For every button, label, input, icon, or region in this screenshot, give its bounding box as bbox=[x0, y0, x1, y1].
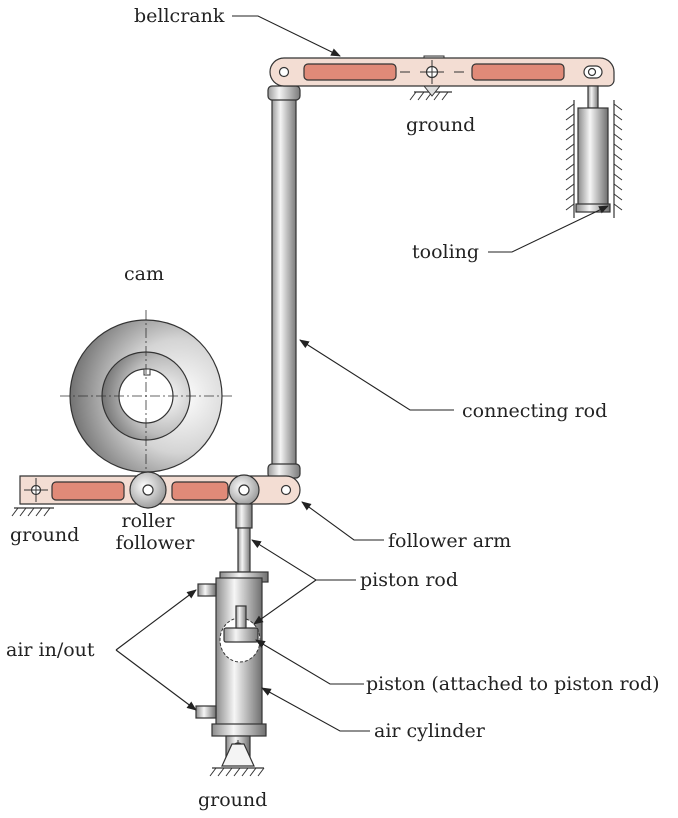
label-ground-bottom: ground bbox=[198, 789, 267, 811]
label-air-in-out: air in/out bbox=[6, 639, 95, 661]
leader-lines bbox=[115, 15, 609, 732]
ground-bottom-support bbox=[209, 743, 265, 777]
label-piston-rod: piston rod bbox=[360, 569, 458, 591]
bellcrank-arm bbox=[269, 57, 615, 87]
label-ground-top: ground bbox=[406, 114, 475, 136]
piston-rod-pin bbox=[228, 474, 260, 506]
label-air-cylinder: air cylinder bbox=[374, 720, 486, 742]
label-tooling: tooling bbox=[412, 241, 479, 263]
air-cylinder bbox=[195, 571, 269, 759]
label-connecting-rod: connecting rod bbox=[462, 400, 607, 422]
connecting-rod bbox=[267, 85, 301, 479]
label-bellcrank: bellcrank bbox=[134, 5, 225, 27]
tooling-assembly bbox=[565, 85, 623, 218]
label-ground-left: ground bbox=[10, 524, 79, 546]
roller-follower bbox=[129, 471, 167, 509]
piston-rod bbox=[235, 503, 253, 573]
label-piston: piston (attached to piston rod) bbox=[366, 673, 660, 695]
label-follower: follower bbox=[116, 532, 196, 554]
label-cam: cam bbox=[124, 263, 164, 285]
label-follower-arm: follower arm bbox=[388, 530, 511, 552]
ground-left-support bbox=[11, 507, 54, 517]
label-roller: roller bbox=[121, 510, 175, 532]
cam bbox=[60, 310, 232, 480]
